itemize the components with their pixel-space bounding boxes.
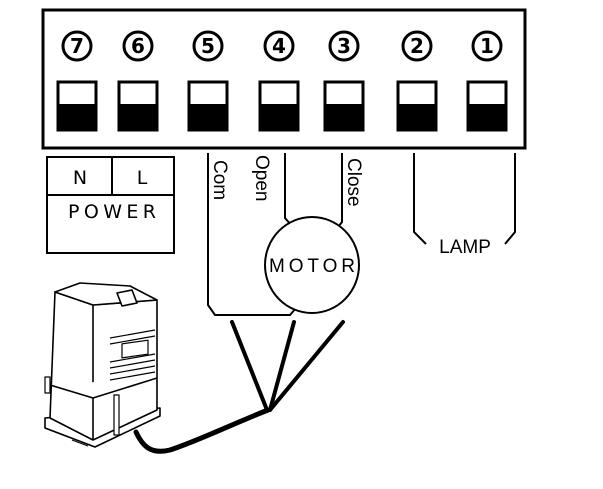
terminal-2: 2: [396, 30, 438, 132]
terminal-screw-fill: [398, 104, 436, 130]
motor-label: MOTOR: [269, 256, 355, 277]
close-label: Close: [343, 158, 364, 207]
terminal-number-circle: [263, 30, 295, 62]
terminal-number: 7: [70, 34, 84, 58]
power-l-label: L: [137, 167, 148, 189]
terminal-number-circle: [122, 30, 154, 62]
cable: [133, 320, 345, 454]
power-n-label: N: [73, 167, 87, 189]
lamp-wires: [413, 153, 516, 245]
terminal-number-circle: [192, 30, 224, 62]
terminal-number: 3: [337, 34, 351, 58]
terminal-number: 5: [201, 34, 215, 58]
terminal-number: 4: [272, 34, 286, 58]
terminal-screw-fill: [119, 104, 157, 130]
open-label: Open: [251, 155, 272, 201]
terminal-1: 1: [466, 30, 508, 132]
terminal-5: 5: [187, 30, 229, 132]
terminal-number: 6: [131, 34, 145, 58]
terminal-number: 1: [480, 34, 494, 58]
power-title: POWER: [68, 201, 156, 223]
terminal-6: 6: [117, 30, 159, 132]
terminal-number-circle: [471, 30, 503, 62]
terminal-screw-fill: [325, 104, 363, 130]
terminal-number-circle: [328, 30, 360, 62]
motor-symbol: [264, 216, 360, 314]
terminal-screw-fill: [58, 104, 96, 130]
lamp-label: LAMP: [439, 237, 491, 258]
terminal-7: 7: [56, 30, 98, 132]
com-label: Com: [209, 160, 230, 200]
terminal-4: 4: [258, 30, 300, 132]
terminal-screw-fill: [468, 104, 506, 130]
gate-operator-illustration: [44, 282, 161, 448]
terminal-screw-fill: [260, 104, 298, 130]
power-box: [46, 156, 175, 254]
terminal-screw-fill: [189, 104, 227, 130]
terminal-number-circle: [401, 30, 433, 62]
terminal-3: 3: [323, 30, 365, 132]
terminal-number: 2: [410, 34, 424, 58]
terminal-number-circle: [61, 30, 93, 62]
